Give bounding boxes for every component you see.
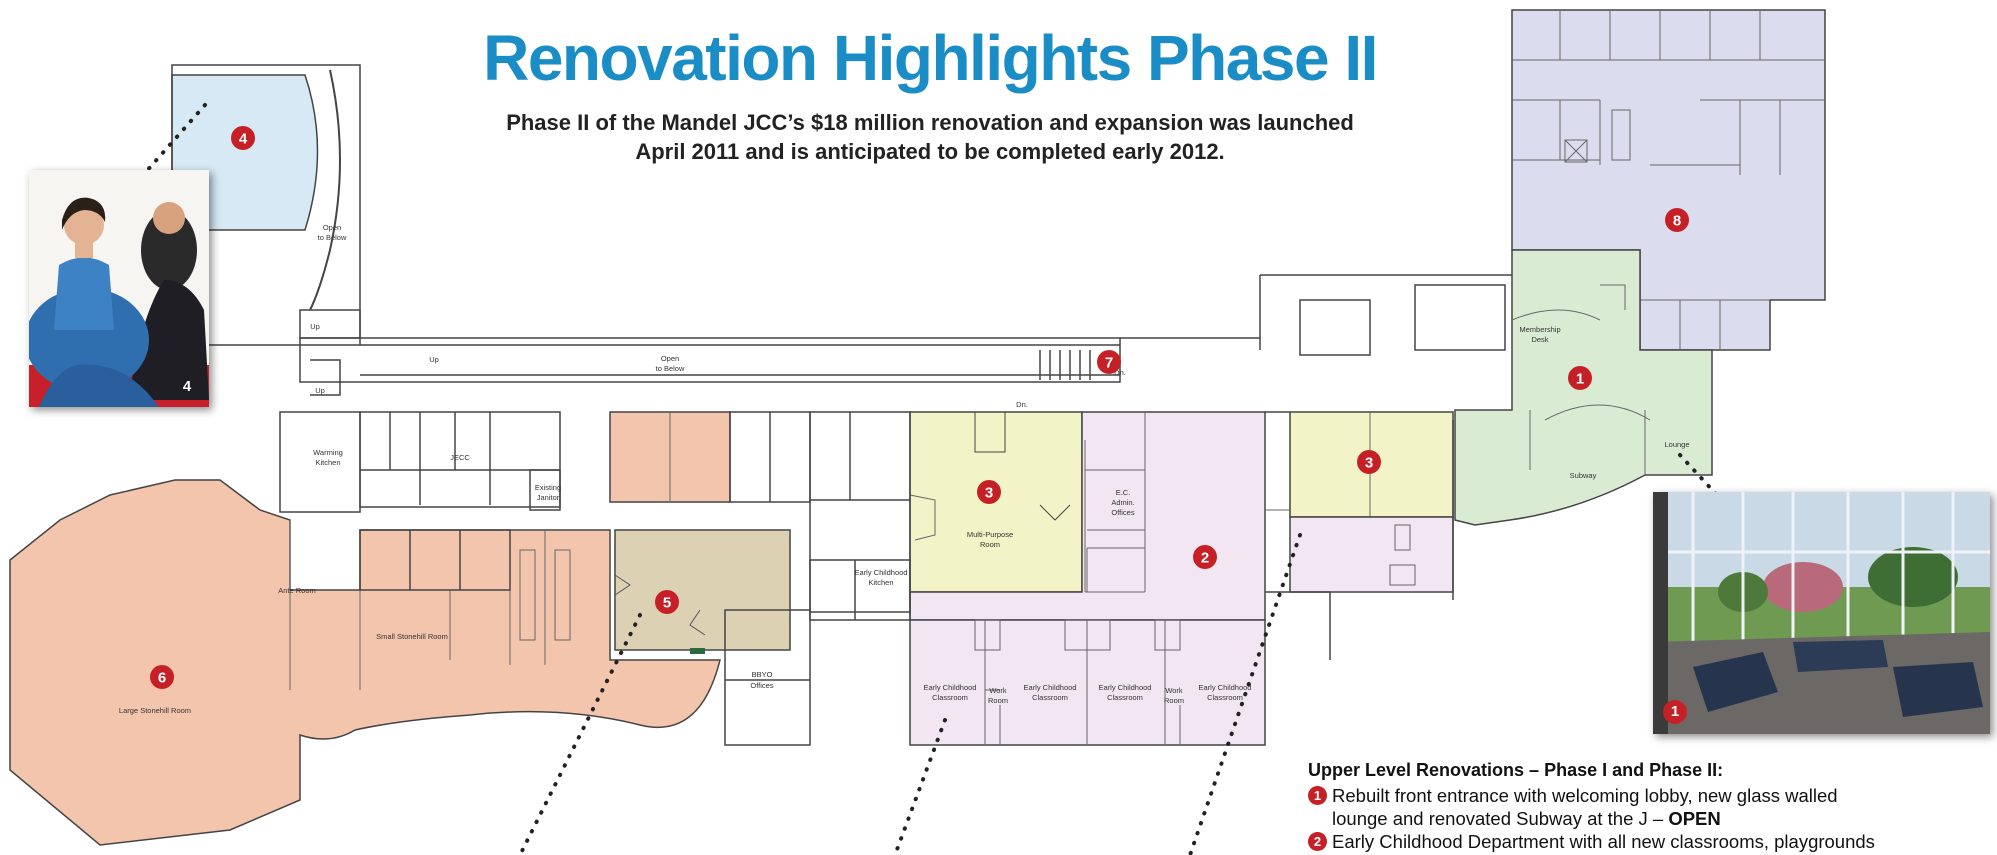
label-multi-purpose-a: Multi-Purpose — [967, 530, 1013, 539]
marker-6: 6 — [150, 665, 174, 689]
label-work-room-2a: Work — [1165, 686, 1183, 695]
label-large-stonehill: Large Stonehill Room — [119, 706, 191, 715]
label-ec-admin-b: Admin. — [1111, 498, 1134, 507]
photo-yoga-badge: 4 — [182, 378, 192, 395]
label-multi-purpose-b: Room — [980, 540, 1000, 549]
label-ec-kitchen-a: Early Childhood — [855, 568, 908, 577]
label-jecc: JECC — [450, 453, 470, 462]
legend-item-2-line-1: Early Childhood Department with all new … — [1332, 831, 1875, 852]
label-work-room-1a: Work — [989, 686, 1007, 695]
label-ec-class-3a: Early Childhood — [1099, 683, 1152, 692]
svg-text:3: 3 — [985, 485, 993, 502]
label-up-1: Up — [310, 322, 320, 331]
label-open-below-2b: to Below — [656, 364, 685, 373]
subtitle-line-1: Phase II of the Mandel JCC’s $18 million… — [506, 110, 1354, 135]
marker-8: 8 — [1665, 208, 1689, 232]
label-bbyo-b: Offices — [750, 681, 773, 690]
legend-item-2-number: 2 — [1308, 832, 1327, 851]
label-ec-class-1b: Classroom — [932, 693, 968, 702]
zone-markers: 1 2 3 3 4 5 6 7 — [150, 126, 1689, 689]
label-dn-1: Dn. — [1016, 400, 1028, 409]
legend-item-1-status: OPEN — [1668, 808, 1721, 829]
label-membership-b: Desk — [1531, 335, 1548, 344]
photo-lounge: 1 — [1653, 492, 1990, 734]
legend-item-2: 2 Early Childhood Department with all ne… — [1306, 830, 1996, 853]
zone-3-yellow-a — [909, 411, 1083, 593]
svg-text:5: 5 — [663, 595, 671, 612]
label-existing-janitor-a: Existing — [535, 483, 561, 492]
legend-item-1: 1 Rebuilt front entrance with welcoming … — [1306, 784, 1996, 830]
marker-5: 5 — [655, 590, 679, 614]
legend: Upper Level Renovations – Phase I and Ph… — [1306, 758, 1996, 853]
svg-text:7: 7 — [1105, 355, 1113, 372]
label-ec-class-2b: Classroom — [1032, 693, 1068, 702]
room-labels: Open to Below Open to Below Up Up Up Dn.… — [119, 223, 1690, 715]
svg-text:4: 4 — [239, 131, 248, 148]
label-ante-room: Ante Room — [278, 586, 316, 595]
label-warming-kitchen-a: Warming — [313, 448, 343, 457]
label-open-below-1a: Open — [323, 223, 341, 232]
label-work-room-1b: Room — [988, 696, 1008, 705]
zone-2-pink — [909, 411, 1454, 746]
label-ec-class-4b: Classroom — [1207, 693, 1243, 702]
label-up-3: Up — [315, 386, 325, 395]
label-ec-class-4a: Early Childhood — [1199, 683, 1252, 692]
svg-text:1: 1 — [1576, 371, 1584, 388]
label-small-stonehill: Small Stonehill Room — [376, 632, 448, 641]
svg-text:3: 3 — [1365, 455, 1373, 472]
label-ec-admin-c: Offices — [1111, 508, 1134, 517]
label-open-below-1b: to Below — [318, 233, 347, 242]
subtitle-line-2: April 2011 and is anticipated to be comp… — [635, 139, 1225, 164]
marker-2: 2 — [1193, 545, 1217, 569]
label-subway: Subway — [1570, 471, 1597, 480]
marker-4: 4 — [231, 126, 255, 150]
marker-3-multipurpose: 3 — [977, 480, 1001, 504]
legend-item-1-line-2-wrap: lounge and renovated Subway at the J – O… — [1332, 807, 1996, 830]
page-subtitle: Phase II of the Mandel JCC’s $18 million… — [430, 108, 1430, 166]
legend-item-1-line-2: lounge and renovated Subway at the J – — [1332, 808, 1669, 829]
marker-1: 1 — [1568, 366, 1592, 390]
label-open-below-2a: Open — [661, 354, 679, 363]
label-membership-a: Membership — [1519, 325, 1560, 334]
label-ec-admin-a: E.C. — [1116, 488, 1131, 497]
photo-yoga: 4 — [29, 170, 209, 407]
svg-text:8: 8 — [1673, 213, 1681, 230]
label-work-room-2b: Room — [1164, 696, 1184, 705]
label-ec-class-1a: Early Childhood — [924, 683, 977, 692]
label-ec-kitchen-b: Kitchen — [868, 578, 893, 587]
label-lounge: Lounge — [1664, 440, 1689, 449]
label-existing-janitor-b: Janitor — [537, 493, 560, 502]
label-ec-class-3b: Classroom — [1107, 693, 1143, 702]
svg-text:2: 2 — [1201, 550, 1209, 567]
building-outline — [279, 309, 1454, 746]
zone-5-tan — [614, 529, 791, 654]
marker-3-right: 3 — [1357, 450, 1381, 474]
label-up-2: Up — [429, 355, 439, 364]
photo-lounge-badge: 1 — [1663, 700, 1687, 724]
yoga-image — [29, 170, 209, 407]
label-warming-kitchen-b: Kitchen — [315, 458, 340, 467]
label-dn-2: Dn. — [1114, 368, 1126, 377]
label-ec-class-2a: Early Childhood — [1024, 683, 1077, 692]
svg-text:6: 6 — [158, 670, 166, 687]
label-bbyo-a: BBYO — [752, 670, 773, 679]
zone-6-salmon — [9, 411, 731, 846]
page-title: Renovation Highlights Phase II — [483, 22, 1378, 94]
legend-heading: Upper Level Renovations – Phase I and Ph… — [1308, 760, 1724, 780]
legend-item-1-line-1: Rebuilt front entrance with welcoming lo… — [1332, 785, 1838, 806]
legend-item-1-number: 1 — [1308, 786, 1327, 805]
lounge-image — [1653, 492, 1990, 734]
marker-7: 7 — [1097, 350, 1121, 374]
corridor — [299, 274, 1512, 383]
